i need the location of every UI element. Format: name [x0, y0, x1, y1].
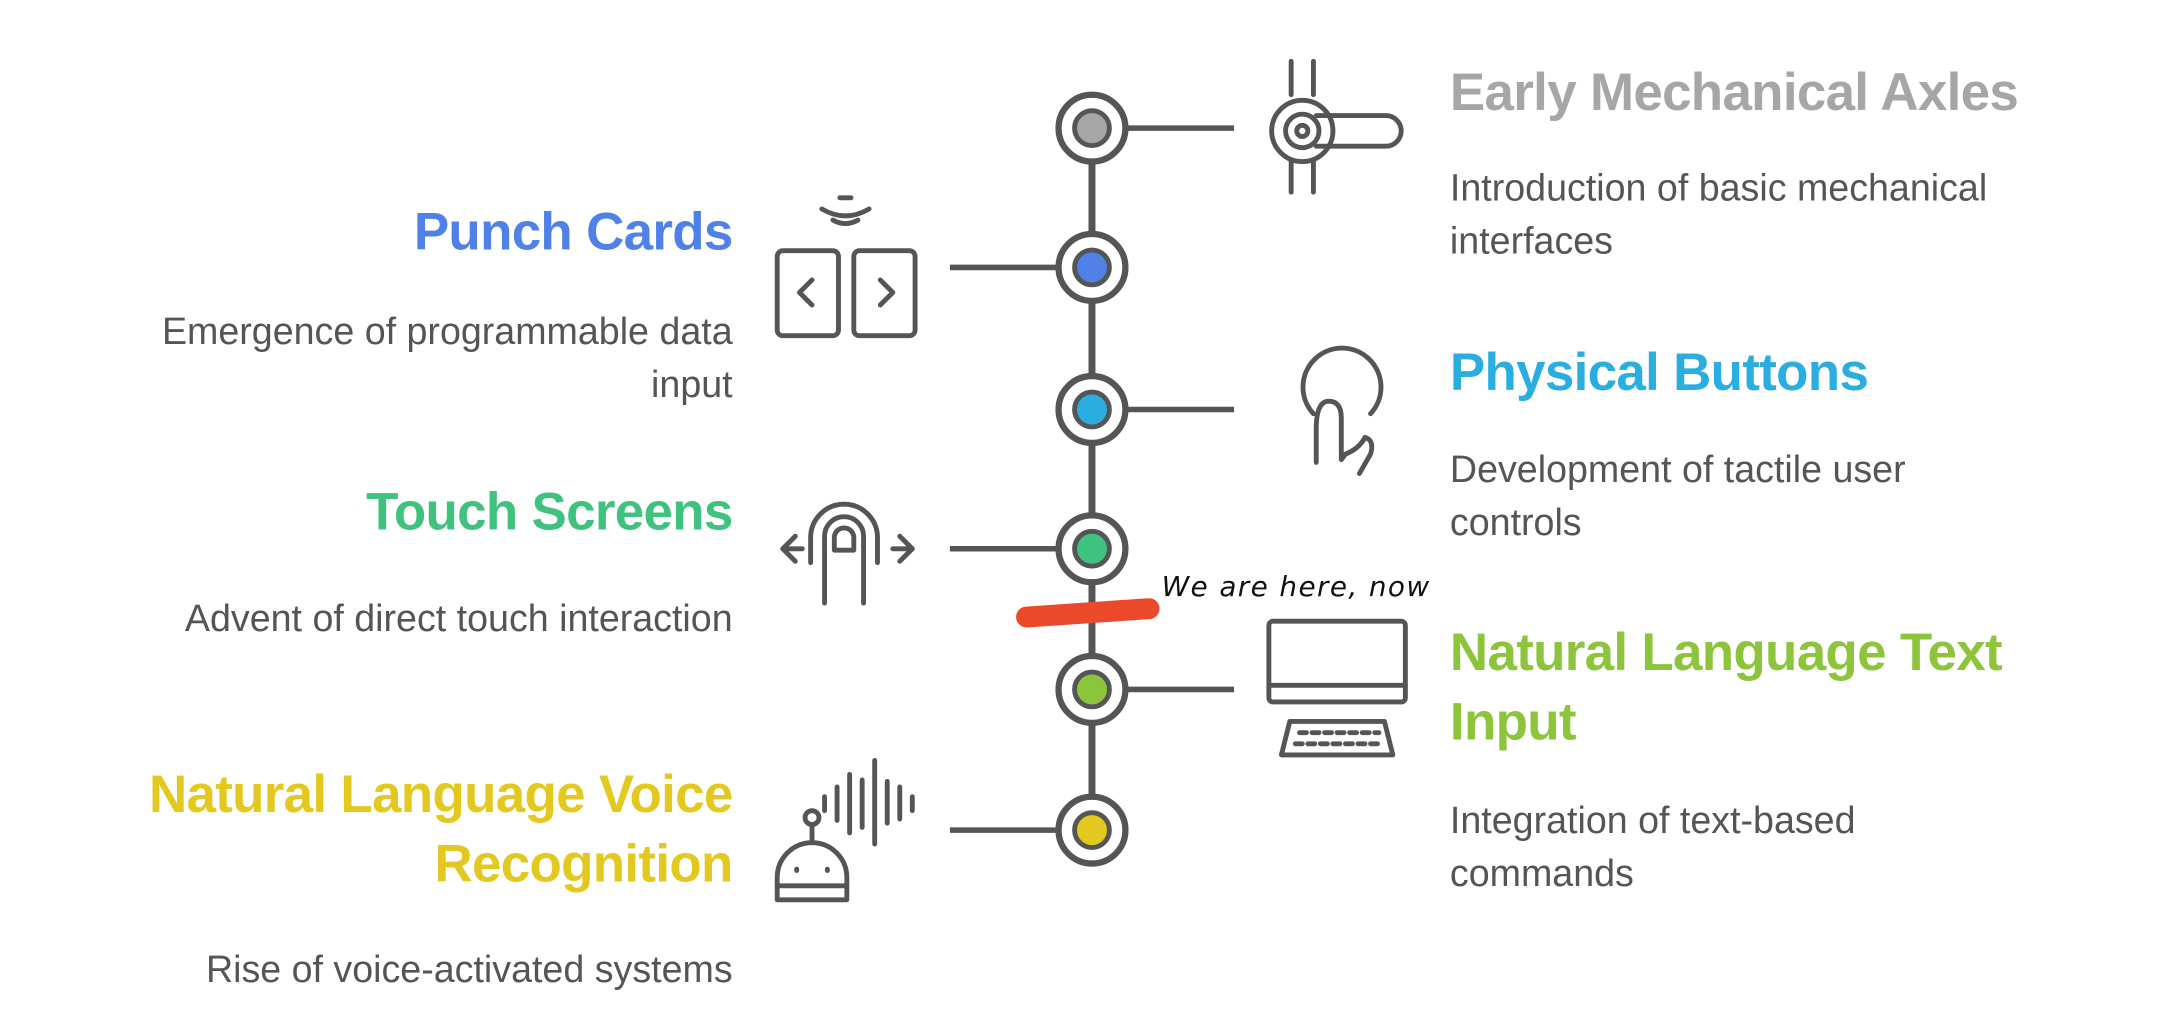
- milestone-title-voice-recognition: Natural Language Voice Recognition: [148, 766, 733, 895]
- annotation-label: We are here, now: [1161, 569, 1431, 604]
- touch-gesture-icon: [780, 501, 915, 606]
- milestone-dot: [1072, 810, 1112, 850]
- milestone-node-mechanical-axles: [1055, 91, 1129, 165]
- milestone-description-text-input: Integration of text-based commands: [1449, 799, 1856, 895]
- milestone-description-mechanical-axles: Introduction of basic mechanical interfa…: [1449, 167, 1988, 262]
- milestone-node-punch-cards: [1055, 230, 1129, 304]
- milestone-node-voice-recognition: [1055, 793, 1129, 867]
- milestone-node-text-input: [1055, 652, 1129, 727]
- milestone-dot: [1072, 669, 1112, 710]
- punch-card-icon: [774, 195, 918, 339]
- you-are-here-marker: [1016, 598, 1160, 628]
- mechanical-axle-icon: [1269, 58, 1404, 195]
- milestone-node-touch-screens: [1055, 512, 1129, 586]
- milestone-title-physical-buttons: Physical Buttons: [1449, 344, 1869, 403]
- milestone-description-physical-buttons: Development of tactile user controls: [1449, 448, 1906, 544]
- milestone-dot: [1072, 247, 1112, 288]
- milestone-dot: [1072, 389, 1112, 430]
- milestone-title-touch-screens: Touch Screens: [366, 483, 733, 542]
- milestone-node-physical-buttons: [1055, 372, 1129, 447]
- milestone-dot: [1072, 108, 1112, 148]
- milestone-title-mechanical-axles: Early Mechanical Axles: [1449, 64, 2019, 123]
- milestone-description-voice-recognition: Rise of voice-activated systems: [205, 948, 733, 991]
- milestone-dot: [1072, 528, 1112, 569]
- milestone-description-touch-screens: Advent of direct touch interaction: [184, 597, 733, 640]
- voice-robot-icon: [774, 758, 915, 903]
- milestone-description-punch-cards: Emergence of programmable data input: [161, 310, 733, 406]
- connector-lines: [949, 125, 1235, 833]
- milestone-title-text-input: Natural Language Text Input: [1449, 623, 2003, 753]
- milestone-title-punch-cards: Punch Cards: [413, 203, 734, 262]
- push-button-icon: [1300, 345, 1384, 476]
- computer-keyboard-icon: [1266, 618, 1408, 758]
